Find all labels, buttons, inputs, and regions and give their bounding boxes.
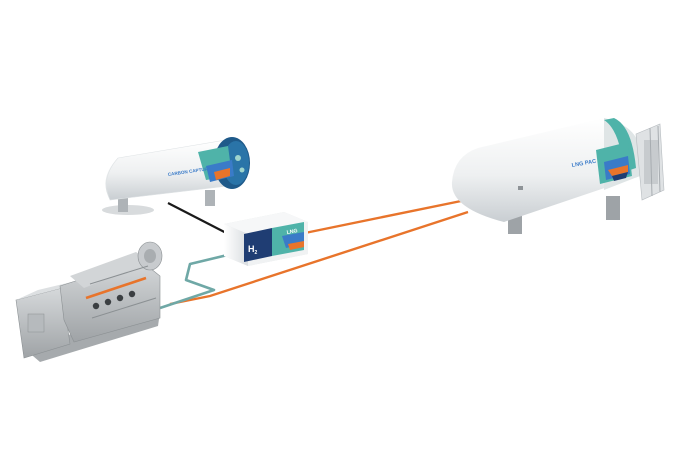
hydrogen-subscript: 2 [255,250,258,256]
hydrogen-pipe [159,250,241,310]
hydrogen-lng-module: H2 LNG [224,212,308,266]
carbon-capture-tank: CARBON CAPTURE [102,137,250,215]
lng-pipe-upper [299,198,467,236]
pipes [159,198,469,310]
engine-orange-stripe [85,276,147,300]
engine-genset [15,241,163,362]
lng-pac-tank: LNG PAC [451,118,665,234]
cylinder-ports [92,290,136,310]
hydrogen-label: H [248,244,255,254]
tank-nameplate [518,186,523,190]
hydrogen-panel [244,228,272,262]
svg-text:H2: H2 [248,244,258,256]
lng-module-label: LNG [286,228,298,236]
carbon-capture-label: CARBON CAPTURE [167,166,211,177]
lng-pac-label: LNG PAC [571,159,596,169]
